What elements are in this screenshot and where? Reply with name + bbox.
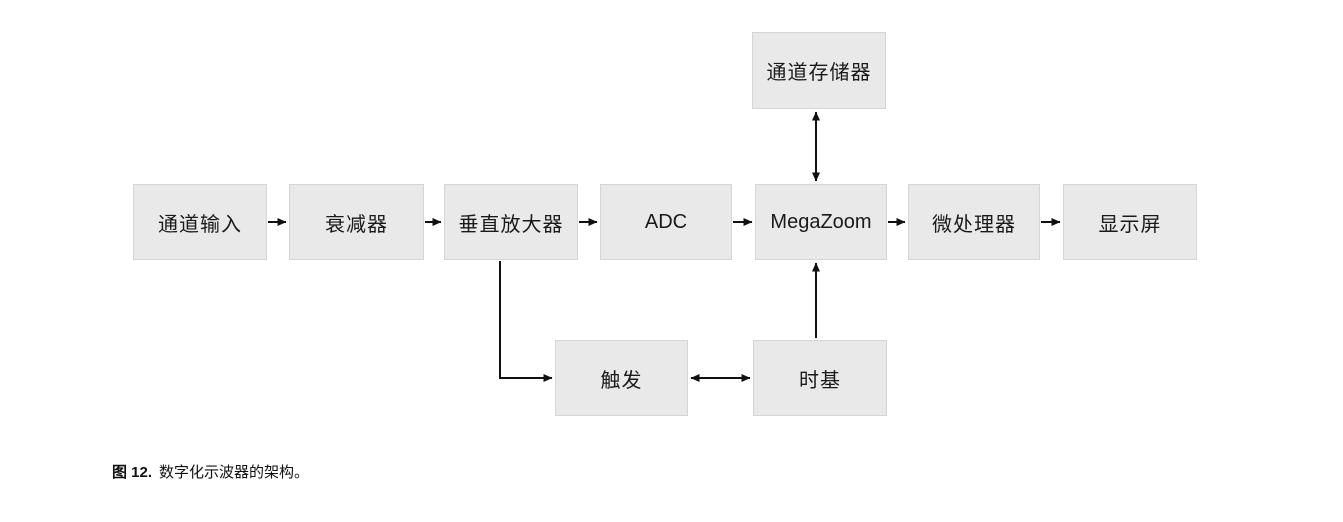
figure-caption-number: 图 12. (112, 464, 153, 481)
figure-caption-text: 数字化示波器的架构。 (159, 464, 310, 481)
figure-caption: 图 12. 数字化示波器的架构。 (112, 461, 309, 482)
node-channel-memory: 通道存储器 (752, 32, 886, 109)
node-vertical-amplifier-label: 垂直放大器 (458, 213, 564, 236)
node-trigger: 触发 (555, 340, 688, 416)
node-attenuator-label: 衰减器 (325, 213, 388, 236)
arrow-vertical-amplifier-to-trigger (499, 261, 553, 382)
node-attenuator: 衰减器 (289, 184, 424, 260)
node-microprocessor-label: 微处理器 (932, 213, 1016, 236)
node-channel-input: 通道输入 (133, 184, 267, 260)
node-adc-label: ADC (644, 210, 688, 233)
node-megazoom-label: MegaZoom (770, 210, 872, 233)
node-vertical-amplifier: 垂直放大器 (444, 184, 578, 260)
node-microprocessor: 微处理器 (908, 184, 1040, 260)
node-timebase-label: 时基 (799, 369, 841, 392)
node-display-label: 显示屏 (1098, 213, 1162, 236)
node-channel-memory-label: 通道存储器 (766, 62, 872, 84)
node-trigger-label: 触发 (600, 369, 643, 392)
node-display: 显示屏 (1063, 184, 1197, 260)
node-channel-input-label: 通道输入 (158, 213, 242, 236)
node-timebase: 时基 (753, 340, 887, 416)
node-megazoom: MegaZoom (755, 184, 887, 260)
node-adc: ADC (600, 184, 732, 260)
